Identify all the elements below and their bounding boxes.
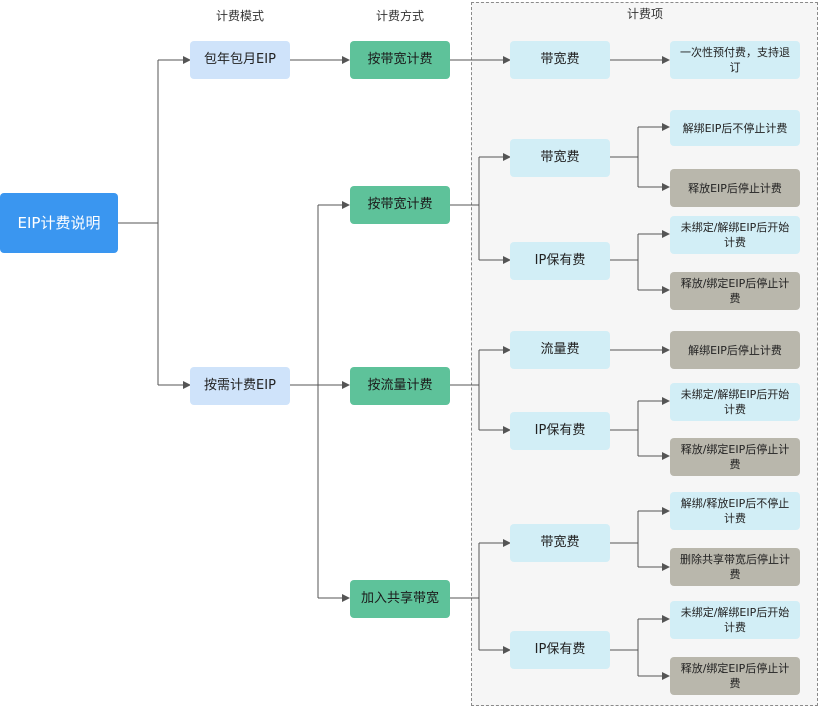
rule-unbind-release-continue-billing: 解绑/释放EIP后不停止计费 — [670, 492, 800, 530]
item-shared-ip-retention-fee: IP保有费 — [510, 631, 610, 669]
rule-traffic-unbound-start-billing: 未绑定/解绑EIP后开始计费 — [670, 383, 800, 421]
rule-shared-unbound-start-billing: 未绑定/解绑EIP后开始计费 — [670, 601, 800, 639]
item-ip-retention-fee: IP保有费 — [510, 242, 610, 280]
mode-pay-per-use: 按需计费EIP — [190, 367, 290, 405]
rule-release-bind-stop-billing: 释放/绑定EIP后停止计费 — [670, 272, 800, 310]
rule-shared-release-bind-stop-billing: 释放/绑定EIP后停止计费 — [670, 657, 800, 695]
header-billing-mode: 计费模式 — [215, 9, 264, 23]
header-billing-items: 计费项 — [626, 7, 663, 21]
rule-unbound-start-billing: 未绑定/解绑EIP后开始计费 — [670, 216, 800, 254]
method-bandwidth: 按带宽计费 — [350, 186, 450, 224]
item-shared-bandwidth-fee: 带宽费 — [510, 524, 610, 562]
method-traffic: 按流量计费 — [350, 367, 450, 405]
header-billing-method: 计费方式 — [375, 9, 424, 23]
item-bandwidth-fee: 带宽费 — [510, 139, 610, 177]
rule-prepaid-refundable: 一次性预付费，支持退订 — [670, 41, 800, 79]
method-yearly-bandwidth: 按带宽计费 — [350, 41, 450, 79]
rule-unbind-continue-billing: 解绑EIP后不停止计费 — [670, 110, 800, 146]
item-traffic-ip-retention-fee: IP保有费 — [510, 412, 610, 450]
rule-release-stop-billing: 释放EIP后停止计费 — [670, 169, 800, 207]
rule-unbind-stop-billing: 解绑EIP后停止计费 — [670, 331, 800, 369]
item-traffic-fee: 流量费 — [510, 331, 610, 369]
rule-traffic-release-bind-stop-billing: 释放/绑定EIP后停止计费 — [670, 438, 800, 476]
root-node: EIP计费说明 — [0, 193, 118, 253]
item-yearly-bandwidth-fee: 带宽费 — [510, 41, 610, 79]
method-shared-bandwidth: 加入共享带宽 — [350, 580, 450, 618]
rule-delete-shared-stop-billing: 删除共享带宽后停止计费 — [670, 548, 800, 586]
mode-yearly-monthly: 包年包月EIP — [190, 41, 290, 79]
